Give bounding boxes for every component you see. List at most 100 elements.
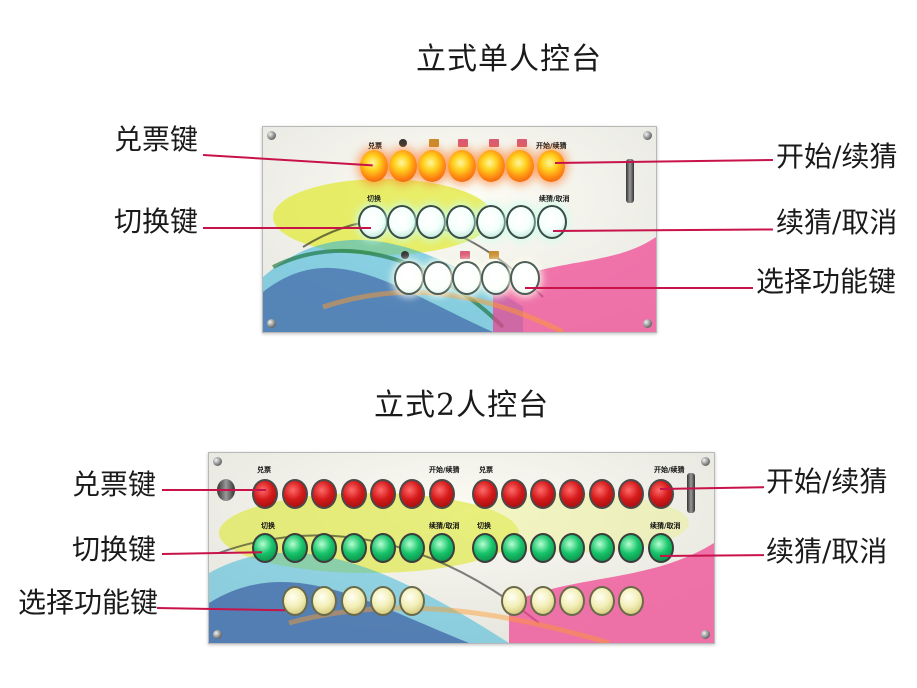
label-function-select-2p: 选择功能键 (18, 586, 159, 619)
leader-line (203, 227, 371, 229)
row2-button-right-5[interactable] (618, 533, 644, 563)
row2-button-right-3[interactable] (559, 533, 585, 563)
switch-button[interactable] (358, 205, 388, 239)
panel-text-start-right: 开始/续猜 (654, 466, 685, 474)
row2-button-right-4[interactable] (589, 533, 615, 563)
select-function-right-1[interactable] (501, 586, 527, 616)
label-start-continue: 开始/续猜 (776, 140, 898, 173)
screw (701, 630, 710, 639)
start-button-right[interactable] (648, 479, 674, 509)
select-function-right-4[interactable] (589, 586, 615, 616)
redeem-button[interactable] (360, 150, 388, 182)
function-button-3[interactable] (448, 150, 476, 182)
continue-cancel-button[interactable] (537, 205, 567, 239)
icon (517, 139, 527, 147)
double-console-panel: 兑票 开始/续猜 兑票 开始/续猜 切换 续猜/取消 切换 续猜/取消 (208, 452, 715, 644)
select-function-right-5[interactable] (618, 586, 644, 616)
panel-text-switch-right: 切换 (477, 522, 491, 530)
select-function-button-1[interactable] (394, 261, 424, 295)
row2-button-left-4[interactable] (370, 533, 396, 563)
row2-button-3[interactable] (446, 205, 476, 239)
leader-line (162, 489, 266, 491)
icon (458, 139, 468, 147)
cancel-button-left[interactable] (429, 533, 455, 563)
row2-button-1[interactable] (387, 205, 417, 239)
function-button-2[interactable] (418, 150, 446, 182)
panel-text-cancel-right: 续猜/取消 (650, 522, 681, 530)
function-button-5[interactable] (506, 150, 534, 182)
label-redeem-key: 兑票键 (114, 123, 199, 156)
leader-line (525, 287, 753, 289)
screw (213, 630, 222, 639)
function-button-right-4[interactable] (589, 479, 615, 509)
function-button-right-3[interactable] (559, 479, 585, 509)
screw (701, 457, 710, 466)
panel-text-start: 开始/续猜 (536, 142, 567, 150)
icon (429, 139, 439, 147)
function-button-right-1[interactable] (501, 479, 527, 509)
select-function-left-3[interactable] (341, 586, 367, 616)
panel-text-redeem: 兑票 (368, 142, 382, 150)
switch-button-left[interactable] (252, 533, 278, 563)
row2-button-2[interactable] (416, 205, 446, 239)
icon (460, 251, 470, 259)
screw (267, 319, 276, 328)
panel-text-cancel: 续猜/取消 (539, 195, 570, 203)
label-continue-cancel: 续猜/取消 (776, 206, 898, 239)
select-function-left-2[interactable] (311, 586, 337, 616)
select-function-right-3[interactable] (559, 586, 585, 616)
panel-text-switch-left: 切换 (261, 522, 275, 530)
double-console-title: 立式2人控台 (374, 388, 550, 423)
select-function-right-2[interactable] (530, 586, 556, 616)
start-continue-button[interactable] (537, 150, 565, 182)
label-switch-key-2p: 切换键 (72, 533, 157, 566)
panel-text-redeem-left: 兑票 (257, 466, 271, 474)
row2-button-left-3[interactable] (341, 533, 367, 563)
function-button-right-2[interactable] (530, 479, 556, 509)
select-function-left-1[interactable] (282, 586, 308, 616)
screw (267, 131, 276, 140)
panel-text-switch: 切换 (367, 195, 381, 203)
label-switch-key: 切换键 (114, 205, 199, 238)
row2-button-5[interactable] (506, 205, 536, 239)
cancel-button-right[interactable] (648, 533, 674, 563)
select-function-left-4[interactable] (370, 586, 396, 616)
panel-text-start-left: 开始/续猜 (429, 466, 460, 474)
select-function-button-2[interactable] (423, 261, 453, 295)
switch-button-right[interactable] (472, 533, 498, 563)
icon (489, 251, 499, 259)
panel-text-cancel-left: 续猜/取消 (429, 522, 460, 530)
start-button-left[interactable] (429, 479, 455, 509)
select-function-left-5[interactable] (399, 586, 425, 616)
panel-text-redeem-right: 兑票 (479, 466, 493, 474)
ticket-slot (626, 159, 634, 203)
select-function-button-3[interactable] (452, 261, 482, 295)
function-button-left-2[interactable] (311, 479, 337, 509)
redeem-button-left[interactable] (252, 479, 278, 509)
row2-button-right-2[interactable] (530, 533, 556, 563)
function-button-left-4[interactable] (370, 479, 396, 509)
screw (213, 457, 222, 466)
select-function-button-4[interactable] (481, 261, 511, 295)
redeem-button-right[interactable] (472, 479, 498, 509)
function-button-4[interactable] (477, 150, 505, 182)
row2-button-right-1[interactable] (501, 533, 527, 563)
function-button-left-5[interactable] (399, 479, 425, 509)
select-function-button-5[interactable] (510, 261, 540, 295)
row2-button-left-2[interactable] (311, 533, 337, 563)
row2-button-4[interactable] (476, 205, 506, 239)
ticket-slot-right (687, 473, 695, 513)
screw (643, 131, 652, 140)
icon (401, 251, 409, 259)
single-console-title: 立式单人控台 (416, 42, 602, 77)
row2-button-left-5[interactable] (399, 533, 425, 563)
function-button-left-3[interactable] (341, 479, 367, 509)
icon (489, 139, 499, 147)
function-button-1[interactable] (389, 150, 417, 182)
row2-button-left-1[interactable] (282, 533, 308, 563)
function-button-left-1[interactable] (282, 479, 308, 509)
label-function-select: 选择功能键 (756, 265, 897, 298)
function-button-right-5[interactable] (618, 479, 644, 509)
leader-line (552, 228, 774, 232)
icon (399, 139, 407, 147)
